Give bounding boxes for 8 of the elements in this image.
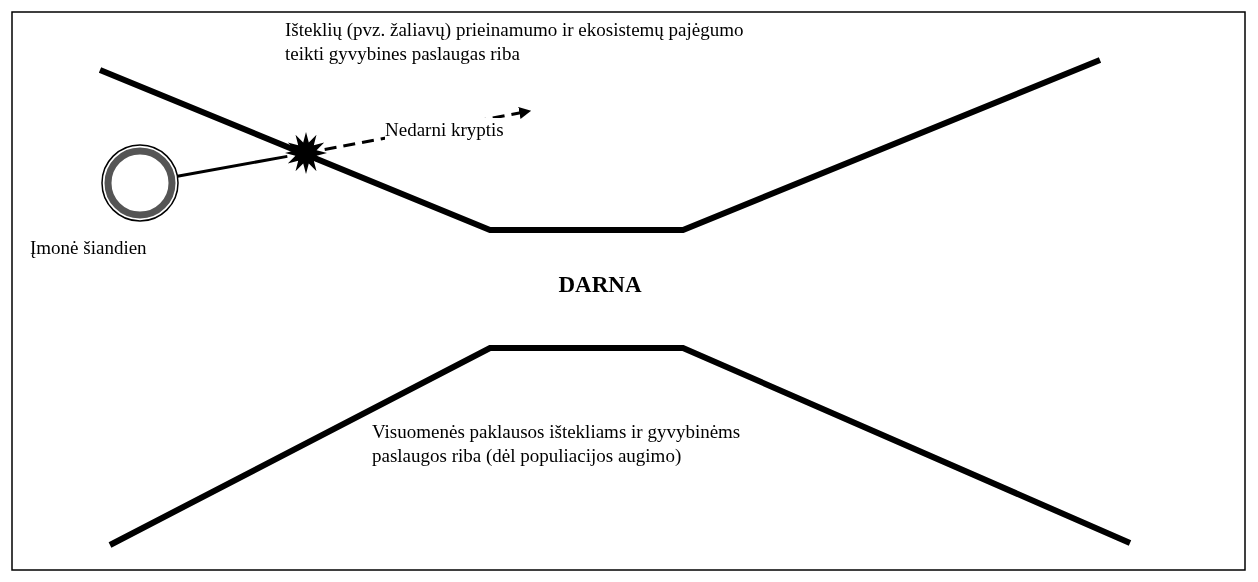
connector-line xyxy=(177,154,288,178)
burst-star xyxy=(285,132,327,174)
upper-boundary-label: Išteklių (pvz. žaliavų) prieinamumo ir ekosistemų pajėgumo teikti gyvybines paslaugas riba xyxy=(285,18,745,66)
edge-label: Nedarni kryptis xyxy=(385,118,504,142)
node-caption: Įmonė šiandien xyxy=(30,236,147,260)
lower-boundary-label: Visuomenės paklausos ištekliams ir gyvybinėms paslaugos riba (dėl populiacijos augimo) xyxy=(372,420,742,468)
center-title: DARNA xyxy=(557,271,643,299)
company-circle xyxy=(100,143,180,223)
